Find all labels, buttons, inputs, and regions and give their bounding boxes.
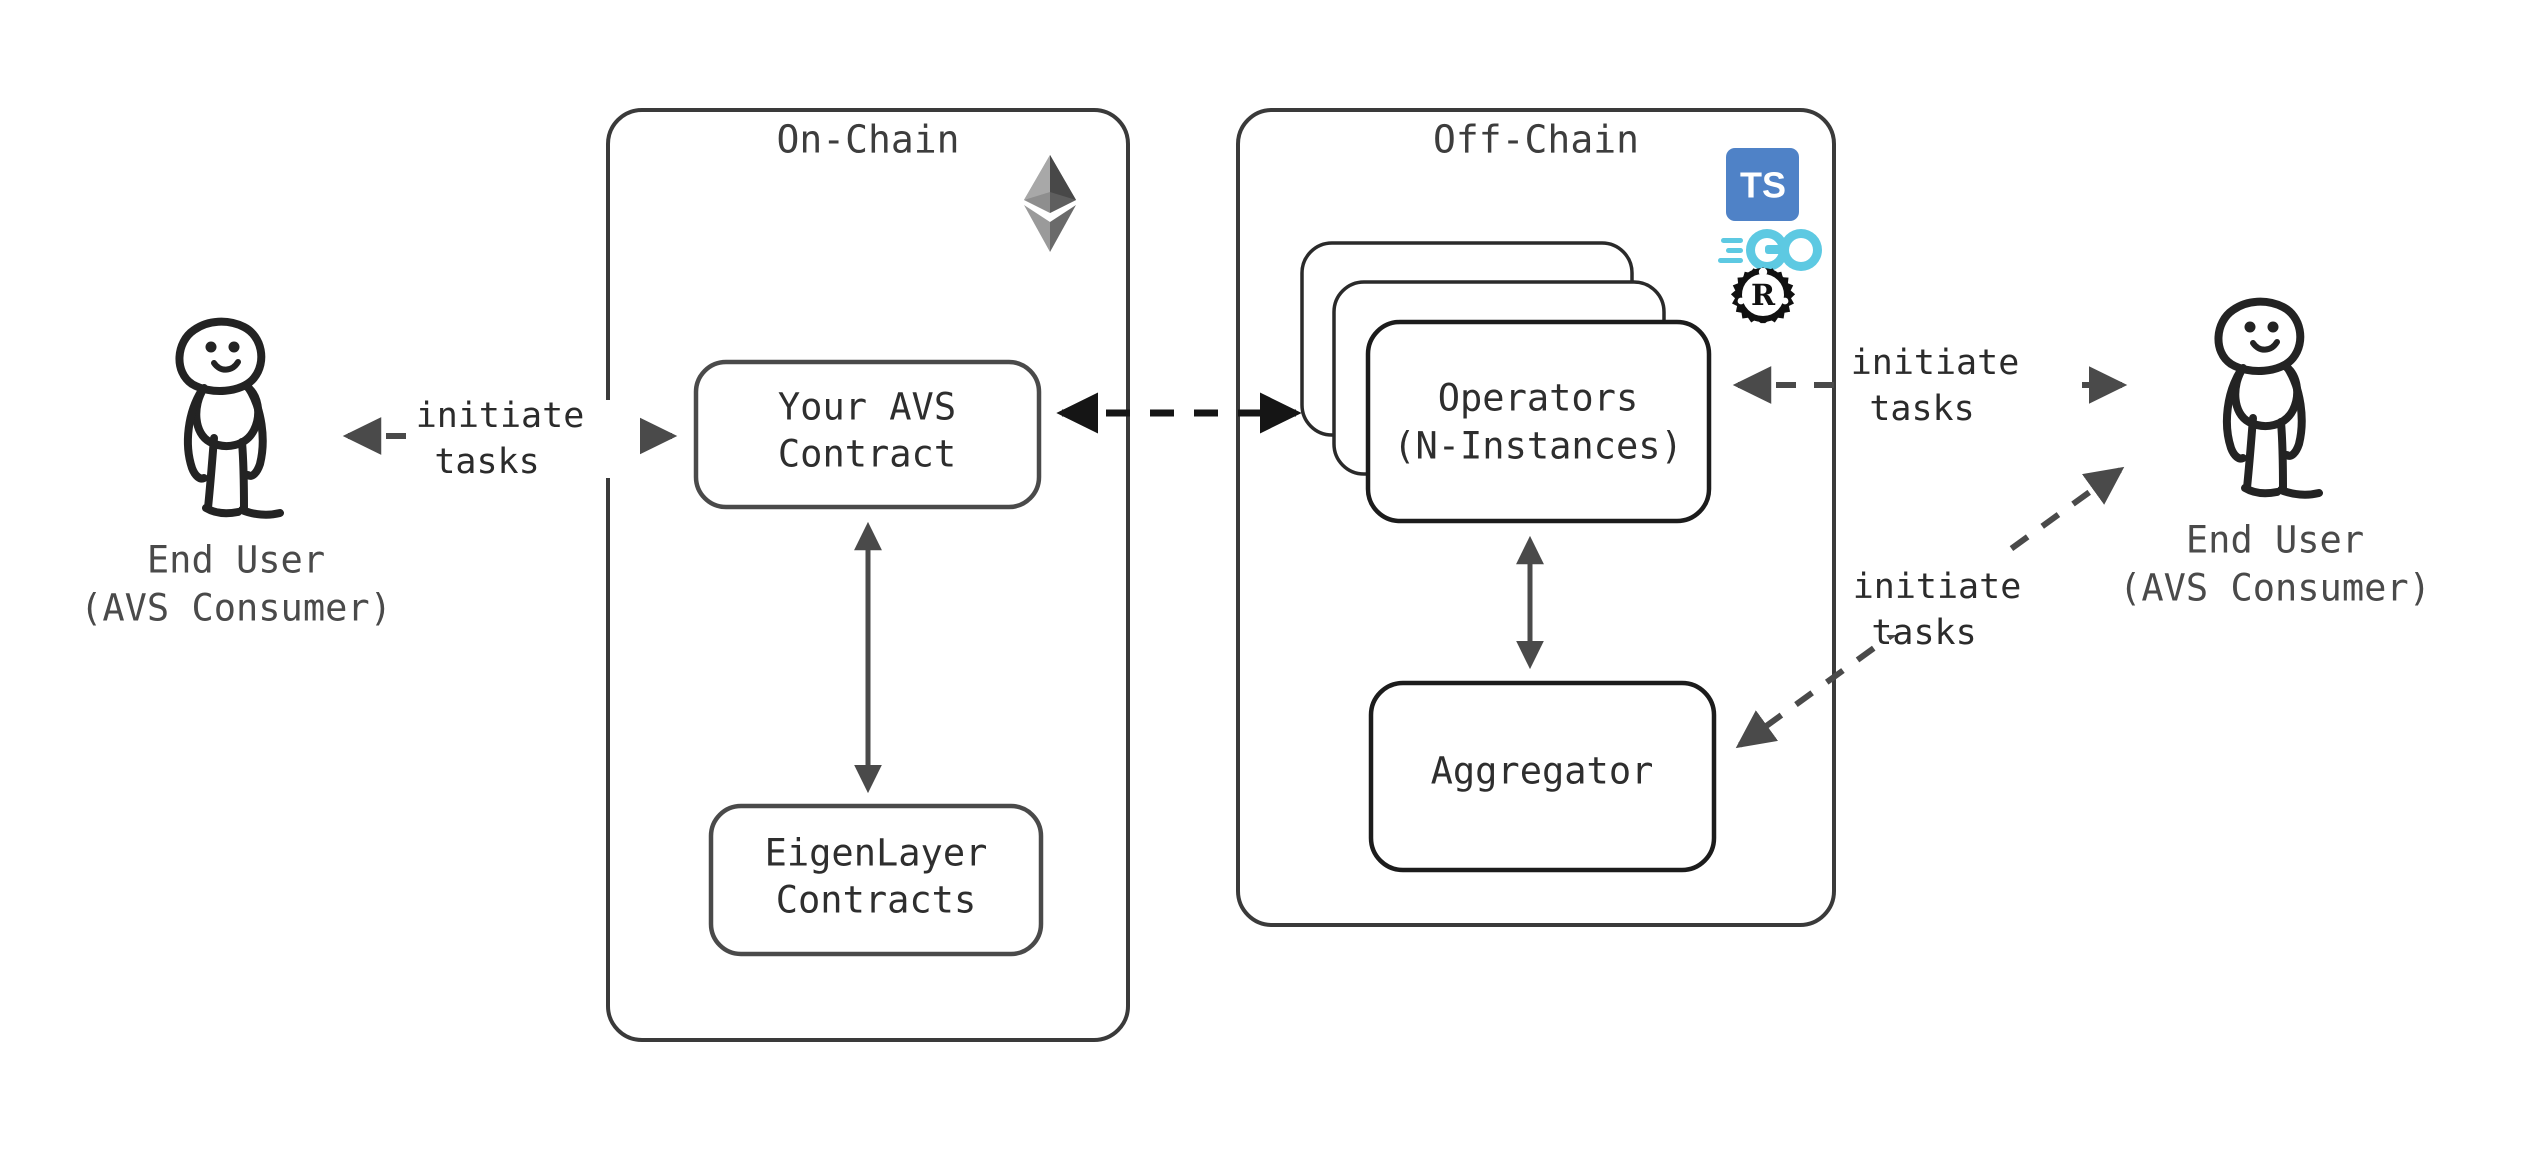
edge-left-user-to-avs-label2: tasks <box>434 442 539 482</box>
actor-end-user-left[interactable]: End User (AVS Consumer) <box>80 317 392 630</box>
panel-off-chain-title: Off-Chain <box>1433 118 1639 162</box>
edge-right-user-to-operators-label-bg <box>1842 348 2082 428</box>
node-operators[interactable]: Operators (N-Instances) <box>1300 241 1712 524</box>
node-avs-contract-line2: Contract <box>778 433 956 476</box>
node-operators-line2: (N-Instances) <box>1393 425 1683 468</box>
edge-left-user-to-avs[interactable]: initiate tasks <box>342 396 678 482</box>
actor-end-user-left-line2: (AVS Consumer) <box>80 587 392 630</box>
node-avs-contract-line1: Your AVS <box>778 386 956 429</box>
node-eigenlayer-contracts-box <box>708 803 1044 957</box>
node-avs-contract-box <box>693 359 1042 510</box>
edge-left-user-to-avs-label1: initiate <box>416 396 585 436</box>
actor-end-user-left-line1: End User <box>147 539 325 582</box>
edge-right-user-to-operators-label1: initiate <box>1851 343 2020 383</box>
edge-right-user-to-aggregator[interactable]: initiate tasks <box>1735 466 2125 749</box>
edge-right-user-to-aggregator-label1: initiate <box>1853 567 2022 607</box>
node-avs-contract[interactable]: Your AVS Contract <box>693 359 1042 510</box>
node-eigenlayer-contracts-line2: Contracts <box>776 879 976 922</box>
node-operators-stack-front <box>1365 319 1712 524</box>
edge-left-user-to-avs-label-bg <box>408 400 640 478</box>
edge-right-user-to-aggregator-label2: tasks <box>1871 613 1976 653</box>
actor-end-user-right[interactable]: End User (AVS Consumer) <box>2119 297 2431 610</box>
go-icon <box>1718 229 1822 271</box>
node-aggregator-line1: Aggregator <box>1431 750 1654 793</box>
node-eigenlayer-contracts-line1: EigenLayer <box>765 832 988 875</box>
edge-right-user-to-aggregator-label-bg <box>1845 553 2085 635</box>
typescript-icon: TS <box>1726 148 1799 221</box>
panel-on-chain-title: On-Chain <box>776 118 959 162</box>
node-aggregator-box <box>1368 680 1717 873</box>
actor-end-user-right-line1: End User <box>2186 519 2364 562</box>
node-operators-line1: Operators <box>1438 377 1638 420</box>
node-aggregator[interactable]: Aggregator <box>1368 680 1717 873</box>
actor-end-user-right-line2: (AVS Consumer) <box>2119 567 2431 610</box>
typescript-icon-label: TS <box>1740 165 1786 206</box>
node-eigenlayer-contracts[interactable]: EigenLayer Contracts <box>708 803 1044 957</box>
panel-on-chain[interactable]: On-Chain Your AVS Contract EigenLayer <box>606 108 1130 1042</box>
panel-off-chain[interactable]: Off-Chain TS <box>1236 108 1836 927</box>
ethereum-icon <box>1024 155 1076 252</box>
edge-right-user-to-operators-label2: tasks <box>1869 389 1974 429</box>
edge-right-user-to-operators[interactable]: initiate tasks <box>1732 343 2128 429</box>
rust-icon-label: R <box>1751 278 1776 312</box>
rust-icon: R <box>1730 267 1796 324</box>
